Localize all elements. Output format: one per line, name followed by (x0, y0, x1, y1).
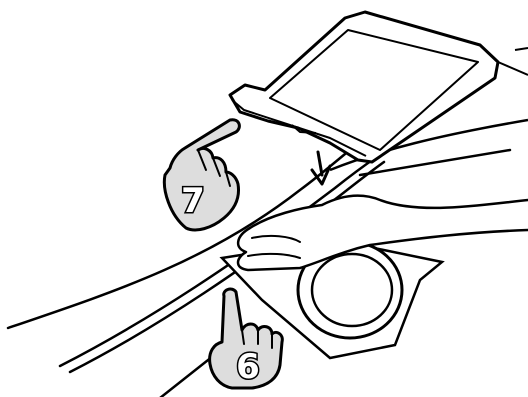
step-6-number: 6 (236, 347, 260, 387)
tray-lid (230, 12, 528, 162)
step-7-number: 7 (181, 181, 205, 221)
